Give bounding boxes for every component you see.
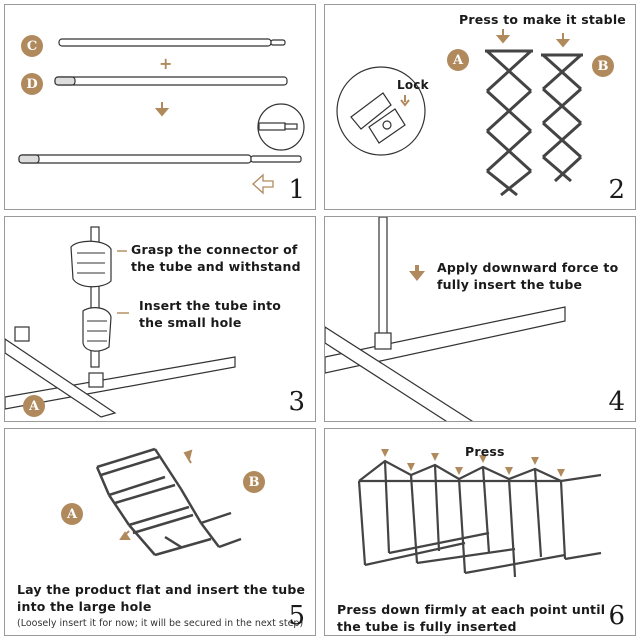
step-number: 2 (608, 175, 625, 205)
force-text-line1: Apply downward force to (437, 260, 619, 275)
step-2-illustration (336, 29, 583, 197)
step-number: 3 (288, 387, 305, 417)
step-1-panel: + C D 1 (4, 4, 316, 210)
loosely-insert-note: (Loosely insert it for now; it will be s… (17, 618, 304, 629)
lay-flat-text-line2: into the large hole (17, 599, 152, 614)
step-2-panel: Press to make it stable Lock A B 2 (324, 4, 636, 210)
lock-label: Lock (397, 78, 429, 92)
press-text-line2: the tube is fully inserted (337, 619, 517, 634)
step-3-illustration (5, 226, 236, 418)
insert-text-line1: Insert the tube into (139, 298, 282, 313)
step-number: 5 (288, 601, 305, 631)
step-number: 1 (288, 175, 305, 205)
step-number: 6 (608, 601, 625, 631)
step-2-title: Press to make it stable (459, 12, 626, 27)
part-d-badge: D (21, 73, 43, 95)
step-4-panel: Apply downward force to fully insert the… (324, 216, 636, 422)
press-text-line1: Press down firmly at each point until (337, 602, 606, 617)
part-c-badge: C (21, 35, 43, 57)
step-6-illustration (357, 449, 602, 578)
step-1-illustration: + (18, 38, 305, 195)
press-label: Press (465, 444, 505, 459)
grasp-text-line2: the tube and withstand (131, 259, 301, 274)
svg-text:+: + (159, 54, 172, 73)
insert-text-line2: the small hole (139, 315, 242, 330)
rack-a-badge: A (447, 49, 469, 71)
force-text-line2: fully insert the tube (437, 277, 583, 292)
step-6-panel: Press Press down firmly at each point un… (324, 428, 636, 636)
rack-b-badge: B (592, 55, 614, 77)
part-b-badge: B (243, 471, 265, 493)
step-number: 4 (608, 387, 625, 417)
step-5-panel: A B Lay the product flat and insert the … (4, 428, 316, 636)
grasp-text-line1: Grasp the connector of (131, 242, 298, 257)
part-a-badge: A (61, 503, 83, 525)
lay-flat-text-line1: Lay the product flat and insert the tube (17, 582, 306, 597)
step-4-illustration (325, 217, 566, 421)
part-a-badge: A (23, 395, 45, 417)
step-5-illustration (95, 447, 242, 557)
step-3-panel: Grasp the connector of the tube and with… (4, 216, 316, 422)
